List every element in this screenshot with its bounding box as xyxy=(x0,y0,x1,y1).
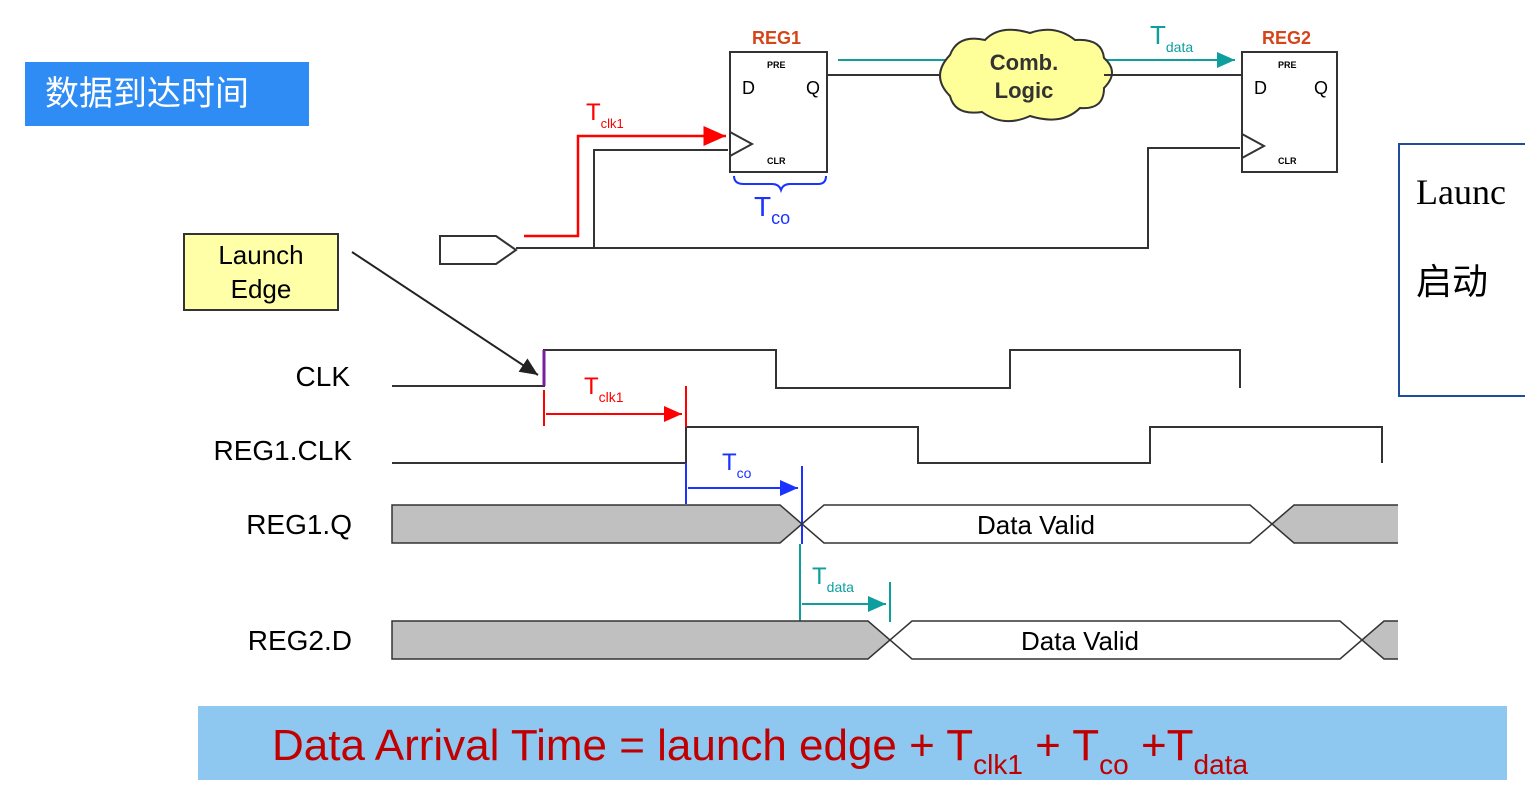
reg2-name: REG2 xyxy=(1262,28,1311,48)
launch-edge-line2: Edge xyxy=(231,274,292,304)
reg2-d-data-valid-label: Data Valid xyxy=(1021,626,1139,656)
reg2-clock-triangle xyxy=(1241,133,1267,159)
formula-text: Data Arrival Time = launch edge + Tclk1 … xyxy=(272,721,1248,780)
signal-label-reg1-clk: REG1.CLK xyxy=(214,435,353,466)
reg2-d-invalid-left xyxy=(391,620,892,660)
slide-title: 数据到达时间 xyxy=(45,74,249,114)
launch-edge-box xyxy=(183,233,339,311)
signal-label-reg2-d: REG2.D xyxy=(248,625,352,656)
reg1-q: Q xyxy=(806,78,820,98)
reg2-clr: CLR xyxy=(1278,156,1297,166)
reg2-d-invalid-right xyxy=(1360,620,1398,660)
clk-waveform xyxy=(392,349,1241,389)
reg1-q-invalid-right xyxy=(1270,504,1398,544)
reg2-box xyxy=(1241,51,1338,173)
reg1-clk-waveform xyxy=(392,426,1383,464)
formula-banner xyxy=(198,706,1507,780)
note-line-1: Launc xyxy=(1416,172,1506,212)
tdata-top-label: Tdata xyxy=(1150,20,1193,55)
tco-brace xyxy=(733,175,827,194)
clock-input-port xyxy=(439,235,518,265)
tdata-timing-label: Tdata xyxy=(812,563,854,595)
signal-label-reg1-q: REG1.Q xyxy=(246,509,352,540)
launch-edge-line1: Launch xyxy=(218,240,303,270)
tclk1-path xyxy=(524,126,726,238)
reg1-box xyxy=(729,51,828,173)
slide-title-badge: 数据到达时间 xyxy=(25,62,309,126)
reg2-pre: PRE xyxy=(1278,60,1297,70)
comb-logic-line1: Comb. xyxy=(990,50,1058,75)
reg2-q: Q xyxy=(1314,78,1328,98)
comb-logic-line2: Logic xyxy=(995,78,1054,103)
tco-label: Tco xyxy=(754,191,790,228)
reg1-q-invalid-left xyxy=(391,504,804,544)
tclk1-label: Tclk1 xyxy=(586,99,624,131)
tclk1-timing-label: Tclk1 xyxy=(584,373,624,405)
reg1-clock-triangle xyxy=(729,131,755,157)
note-line-2: 启动 xyxy=(1416,262,1489,303)
signal-label-clk: CLK xyxy=(296,361,351,392)
comb-logic-cloud xyxy=(939,28,1113,123)
reg1-clr: CLR xyxy=(767,156,786,166)
reg1-q-data-valid-label: Data Valid xyxy=(977,510,1095,540)
note-box: Launc 启动 xyxy=(1398,143,1525,397)
launch-edge-pointer xyxy=(351,251,539,376)
reg2-d: D xyxy=(1254,78,1267,98)
reg1-name: REG1 xyxy=(752,28,801,48)
tco-timing-label: Tco xyxy=(722,449,752,481)
reg1-d: D xyxy=(742,78,755,98)
clock-net xyxy=(516,147,1240,249)
reg1-clock-branch xyxy=(593,149,728,248)
reg1-pre: PRE xyxy=(767,60,786,70)
timing-diagram: Tclk1 REG1 PRE D Q CLR Tco Tdata Comb. L… xyxy=(183,20,1398,780)
